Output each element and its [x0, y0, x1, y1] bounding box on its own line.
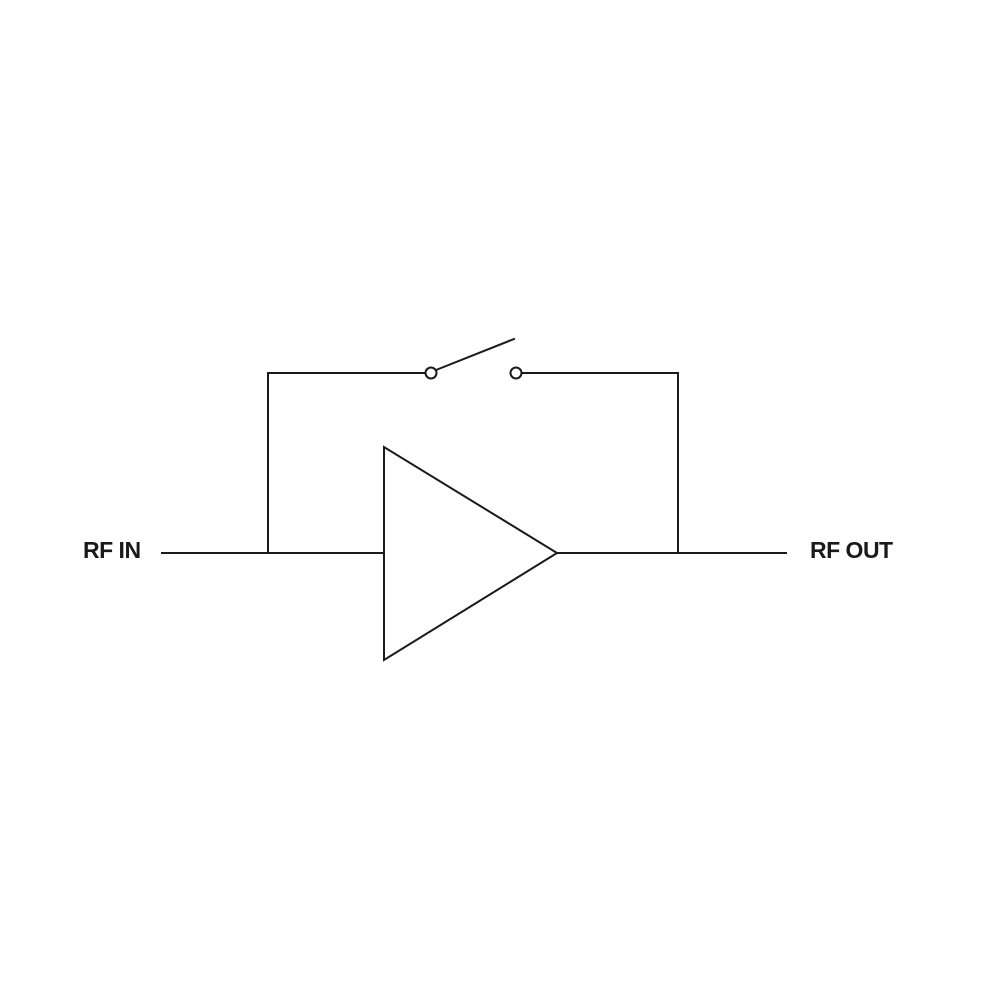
switch-right-contact [509, 366, 523, 380]
switch-left-contact [424, 366, 438, 380]
switch-lever [434, 337, 516, 372]
amplifier-triangle-icon [383, 445, 559, 662]
rf-in-label: RF IN [83, 537, 141, 563]
rf-out-label: RF OUT [810, 537, 893, 563]
